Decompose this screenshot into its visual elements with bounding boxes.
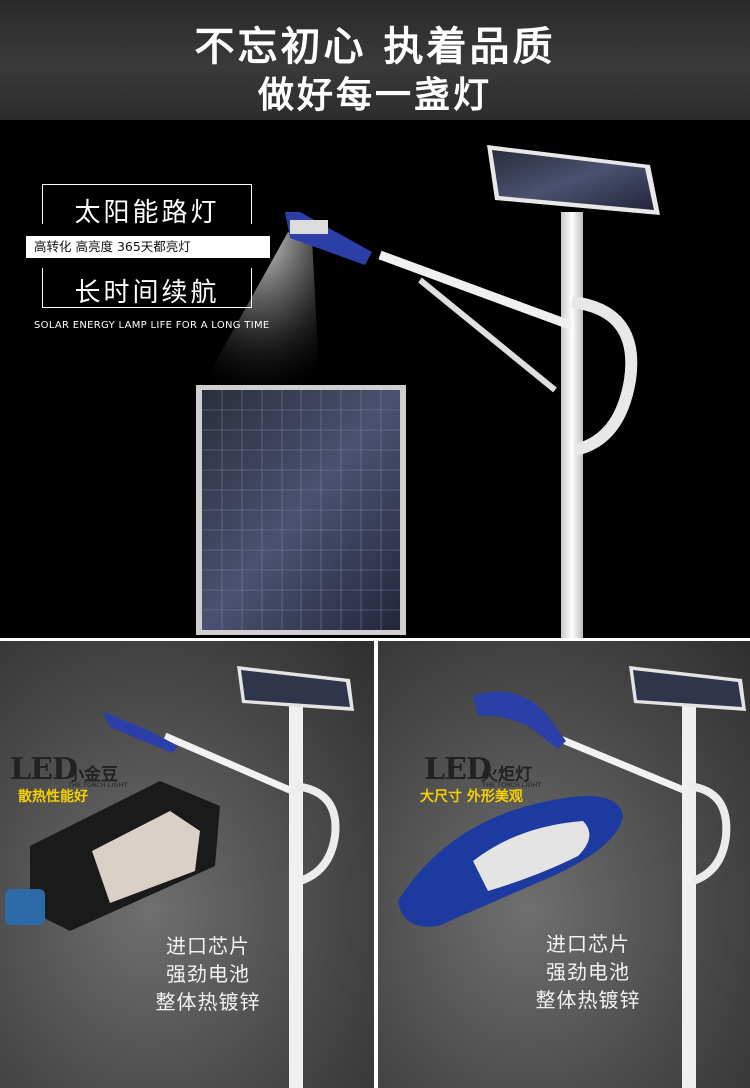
title-frame-bottom — [42, 268, 252, 308]
spec-galvanized: 整体热镀锌 — [535, 988, 641, 1012]
torch-lamp-feature: 大尺寸 外形美观 — [420, 789, 523, 805]
product-panel-torch — [378, 641, 750, 1088]
torch-lamp-illustration — [398, 666, 746, 1088]
feature-strip: 高转化 高亮度 365天都亮灯 — [26, 236, 270, 258]
small-lamp-specs: 进口芯片 强劲电池 整体热镀锌 — [118, 932, 298, 1016]
small-lamp-illustration — [5, 666, 354, 1088]
led-logo-small: LED — [10, 752, 78, 787]
product-subtitle: 长时间续航 — [74, 278, 220, 308]
small-lamp-english: THE TORCH LIGHT — [68, 781, 128, 789]
english-tagline: SOLAR ENERGY LAMP LIFE FOR A LONG TIME — [34, 320, 270, 331]
product-panel-small — [0, 641, 374, 1088]
led-logo-torch: LED — [424, 752, 492, 787]
hero-street-light-illustration — [196, 145, 660, 638]
light-beam — [200, 232, 320, 405]
banner-slogan: 不忘初心 执着品质 — [194, 24, 556, 70]
spec-battery: 强劲电池 — [166, 962, 250, 986]
spec-chip: 进口芯片 — [546, 932, 630, 956]
title-frame-top — [42, 184, 252, 224]
spec-galvanized: 整体热镀锌 — [155, 990, 261, 1014]
banner-subslogan: 做好每一盏灯 — [257, 75, 492, 116]
torch-lamp-specs: 进口芯片 强劲电池 整体热镀锌 — [498, 930, 678, 1014]
spec-chip: 进口芯片 — [166, 934, 250, 958]
solar-panel-top — [492, 150, 654, 210]
hero-section — [0, 120, 750, 638]
small-lamp-name: 小金豆 — [67, 765, 118, 785]
lamp-connector — [5, 889, 45, 925]
top-banner — [0, 0, 750, 120]
small-lamp-feature: 散热性能好 — [18, 789, 88, 805]
product-title: 太阳能路灯 — [74, 198, 220, 228]
torch-lamp-english: THE TORCH LIGHT — [482, 781, 542, 789]
spec-battery: 强劲电池 — [546, 960, 630, 984]
torch-lamp-name: 火炬灯 — [481, 765, 532, 785]
pole — [561, 212, 583, 638]
